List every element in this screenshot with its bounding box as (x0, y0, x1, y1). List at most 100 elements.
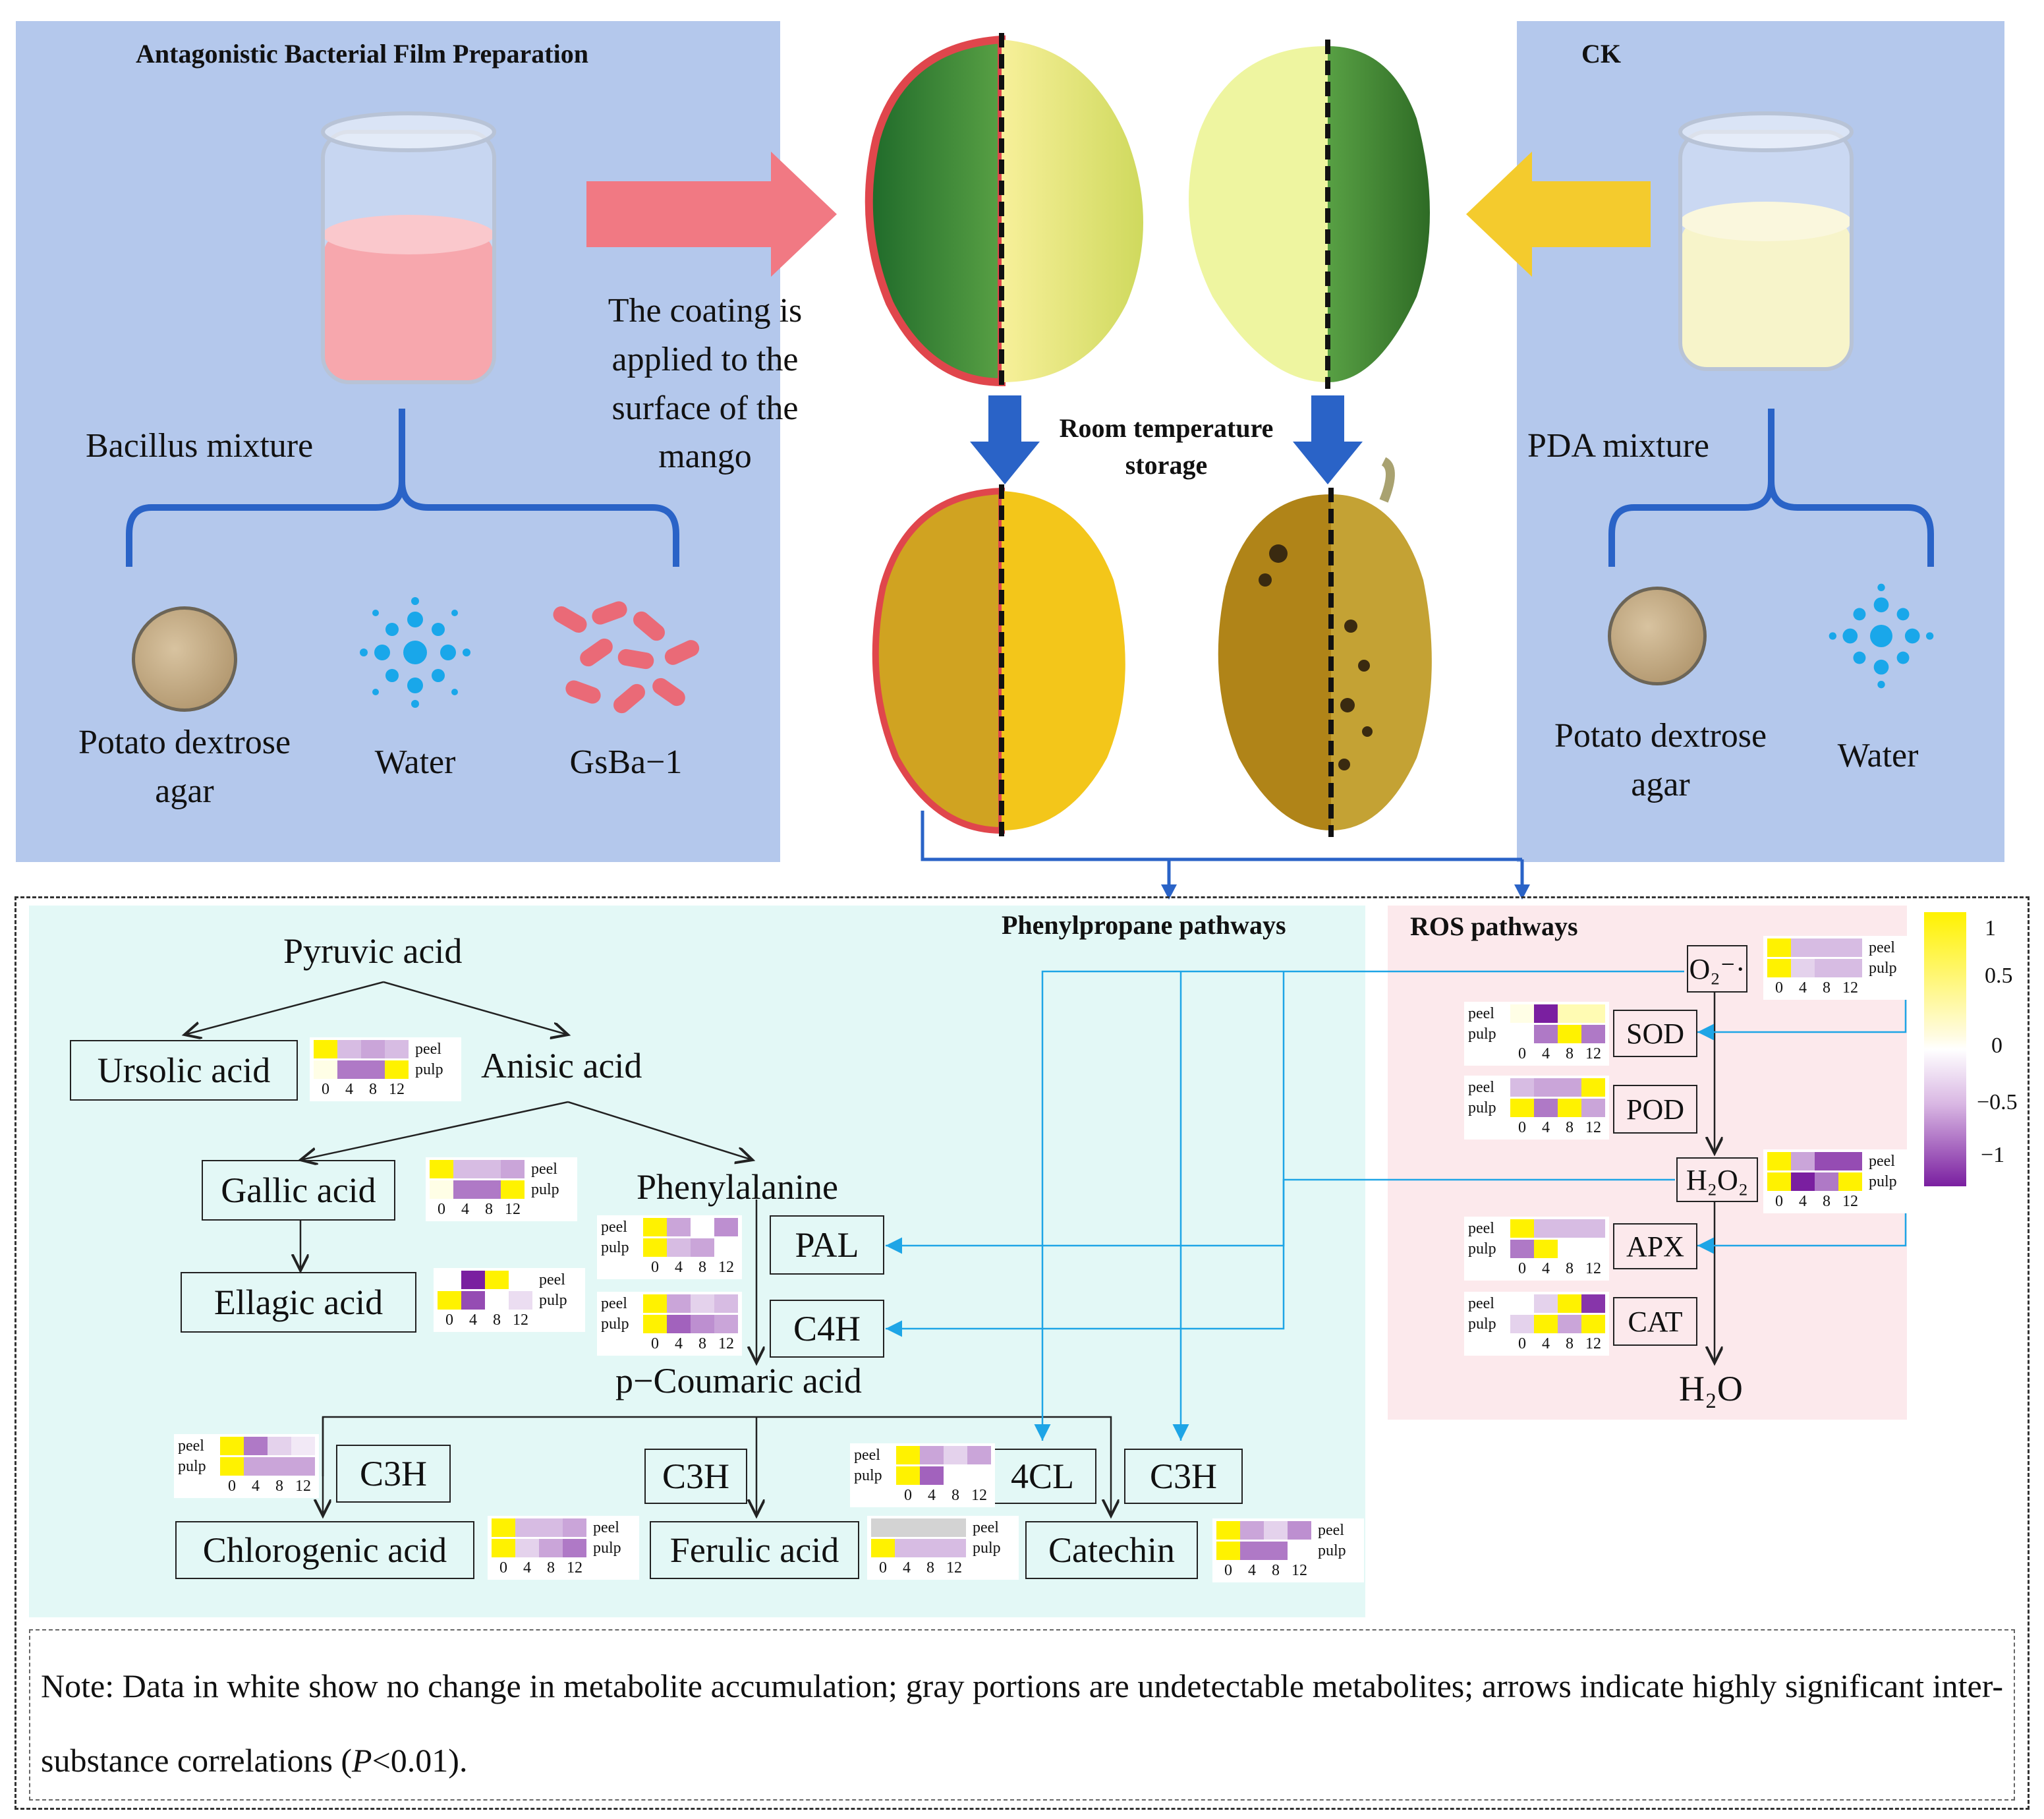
heatmap-cell (1240, 1521, 1264, 1540)
colorbar-tick: 0.5 (1985, 964, 2013, 988)
heatmap-day-label: 0 (1518, 1260, 1526, 1277)
heatmap-cell (1581, 1078, 1605, 1097)
heatmap-cell (1510, 1240, 1534, 1258)
heatmap-day-label: 12 (1585, 1260, 1601, 1277)
heatmap-row-label: pulp (601, 1238, 629, 1256)
heatmap-row-label: pulp (1468, 1025, 1496, 1043)
colorbar (1924, 912, 1966, 1186)
heatmap-cell (1510, 1078, 1534, 1097)
note-prefix: Note: Data in white show no change in me… (41, 1667, 2003, 1779)
heatmap-cell (643, 1218, 667, 1236)
phenylalanine-label: Phenylalanine (637, 1167, 838, 1207)
superoxide-box: O₂⁻· (1687, 945, 1747, 993)
heatmap-row-label: pulp (531, 1180, 559, 1198)
heatmap-day-label: 4 (1799, 979, 1807, 996)
heatmap-cell (385, 1040, 409, 1058)
heatmap-day-label: 0 (1518, 1119, 1526, 1136)
heatmap-day-label: 0 (445, 1312, 453, 1329)
coating-text: The coating is applied to the surface of… (608, 292, 803, 476)
heatmap-cell (361, 1060, 385, 1079)
heatmap-day-label: 12 (1842, 979, 1858, 996)
heatmap-cell (643, 1315, 667, 1333)
heatmap-day-label: 8 (698, 1335, 706, 1352)
heatmap-cell (920, 1446, 944, 1464)
heatmap-row-label: peel (1468, 1004, 1494, 1022)
heatmap-cell (461, 1271, 485, 1289)
coating-arrow-icon (586, 152, 837, 277)
heatmap-cell (1558, 1004, 1581, 1023)
heatmap-cell (1510, 1025, 1534, 1043)
pda-mixture-label: PDA mixture (1527, 427, 1709, 465)
heatmap-day-label: 0 (228, 1478, 236, 1495)
colorbar-tick: −0.5 (1977, 1090, 2018, 1114)
anisic-acid-label: Anisic acid (481, 1046, 642, 1085)
ingredient-agar-label: Potato dextrose agar (78, 724, 291, 810)
heatmap-day-label: 4 (1542, 1045, 1550, 1062)
heatmap-cell (871, 1539, 895, 1557)
heatmap-row-label: peel (178, 1437, 204, 1455)
heatmap-cell (1815, 1172, 1838, 1191)
heatmap-cell (942, 1539, 966, 1557)
heatmap-cell (1581, 1004, 1605, 1023)
heatmap-cell (291, 1457, 315, 1476)
colorbar-ticks: 1 0.5 0 −0.5 −1 (1977, 912, 2027, 1186)
heatmap-day-label: 4 (345, 1081, 353, 1098)
heatmap-row-label: pulp (593, 1539, 621, 1557)
agar-powder-icon-ck (1608, 587, 1707, 685)
heatmap-cell (714, 1315, 738, 1333)
note-box: Note: Data in white show no change in me… (29, 1629, 2015, 1801)
heatmap-cell (714, 1294, 738, 1313)
cat-box: CAT (1613, 1297, 1697, 1346)
right-brace (1608, 409, 1934, 567)
heatmap-day-label: 12 (505, 1201, 521, 1218)
heatmap-row-label: pulp (1318, 1542, 1346, 1559)
heatmap-cell (967, 1446, 991, 1464)
heatmap-cell (453, 1160, 477, 1178)
heatmap-day-label: 8 (547, 1559, 555, 1576)
heatmap-cell (509, 1271, 532, 1289)
heatmap-day-label: 8 (951, 1487, 959, 1504)
heatmap-day-label: 4 (523, 1559, 531, 1576)
ellagic-acid-box: Ellagic acid (181, 1272, 416, 1333)
heatmap-row-label: peel (1318, 1521, 1344, 1539)
ingredient-water-label: Water (374, 743, 456, 781)
heatmap-day-label: 4 (903, 1559, 911, 1576)
heatmap-cell (539, 1539, 563, 1557)
heatmap-cell (691, 1218, 714, 1236)
heatmap-cell (1838, 938, 1862, 957)
heatmap-row-label: peel (1869, 938, 1895, 956)
heatmap-row-label: pulp (1869, 959, 1897, 977)
bacteria-icon (553, 601, 700, 714)
gallic-acid-box: Gallic acid (202, 1160, 395, 1221)
heatmap-cell (1534, 1004, 1558, 1023)
heatmap-cell (1534, 1219, 1558, 1238)
heatmap-cell (1838, 1152, 1862, 1170)
heatmap-cell (1581, 1099, 1605, 1117)
heatmap-day-label: 4 (1542, 1335, 1550, 1352)
heatmap-cell (1534, 1078, 1558, 1097)
heatmap-cell (1558, 1078, 1581, 1097)
water-drops-icon-ck (1829, 583, 1934, 689)
heatmap-cell (515, 1539, 539, 1557)
heatmap-cell (1815, 1152, 1838, 1170)
heatmap-cell (1288, 1542, 1311, 1560)
heatmap-cell (944, 1446, 967, 1464)
heatmap-cell (501, 1160, 525, 1178)
heatmap-cell (1288, 1521, 1311, 1540)
mango-ck-fresh-image (1189, 40, 1430, 389)
heatmap-cell (563, 1539, 586, 1557)
p-coumaric-acid-label: p−Coumaric acid (615, 1361, 862, 1400)
heatmap-cell (337, 1060, 361, 1079)
right-panel (1517, 21, 2004, 862)
heatmap-cell (1581, 1240, 1605, 1258)
storage-arrow-right-icon (1293, 395, 1363, 484)
mango-ck-stored-image (1218, 457, 1432, 837)
heatmap-cell (691, 1238, 714, 1257)
heatmap-day-label: 4 (469, 1312, 477, 1329)
